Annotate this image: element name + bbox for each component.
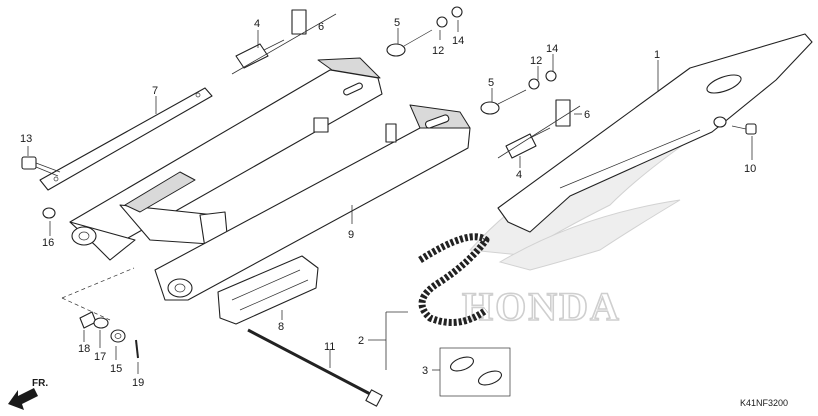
callout-6-right: 6 [584,109,590,121]
callout-11: 11 [324,341,335,353]
callout-10: 10 [744,163,756,175]
adjuster-group-left [231,6,463,75]
callout-12-left: 12 [432,45,444,57]
leader-lines [27,20,753,374]
honda-watermark-text: HONDA [462,284,621,329]
front-direction-indicator: FR. [8,378,48,410]
callout-13: 13 [20,133,32,145]
callout-4-left: 4 [254,18,260,30]
callout-3: 3 [422,365,428,377]
callout-7: 7 [152,85,158,97]
part-1-chain-case [497,33,813,233]
callout-4-right: 4 [516,169,522,181]
part-11-axle [247,328,383,407]
callout-5-right: 5 [488,77,494,89]
front-direction-label: FR. [32,378,48,389]
callout-14-left: 14 [452,35,464,47]
callout-5-left: 5 [394,17,400,29]
callout-8: 8 [278,321,284,333]
diagram-code: K41NF3200 [740,398,788,408]
callout-16: 16 [42,237,54,249]
callout-19: 19 [132,377,144,389]
part-3-chain-joint [439,347,511,397]
callout-12-right: 12 [530,55,542,67]
adjuster-group-right [480,70,581,159]
callout-1: 1 [654,49,660,61]
part-13-bolt [21,156,61,177]
callout-6-left: 6 [318,21,324,33]
callout-labels: 1 2 3 4 4 5 5 6 6 7 8 9 10 11 12 12 13 1… [20,17,756,389]
callout-17: 17 [94,351,106,363]
part-7-strap [39,87,213,191]
hardware-group-left [42,207,139,359]
callout-18: 18 [78,343,90,355]
callout-15: 15 [110,363,122,375]
part-9-swingarm [69,57,471,301]
callout-9: 9 [348,229,354,241]
callout-14-right: 14 [546,43,558,55]
part-8-chain-slider [217,255,319,325]
callout-2: 2 [358,335,364,347]
front-arrow-icon [8,388,38,410]
part-2-drive-chain [418,233,490,326]
